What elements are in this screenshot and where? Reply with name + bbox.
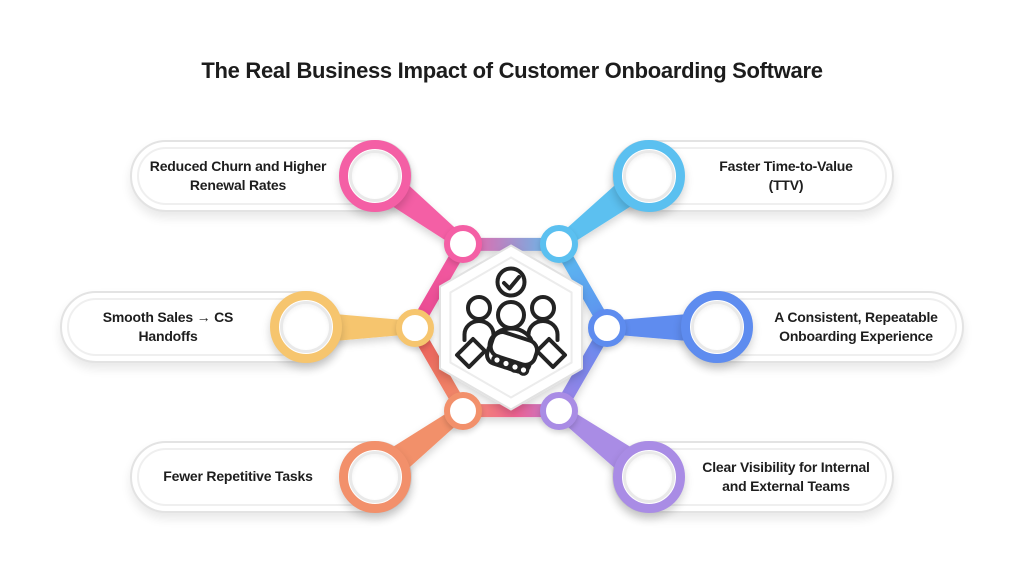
vertex-circle-top-right	[540, 225, 578, 263]
vertex-circle-left	[396, 309, 434, 347]
node-label-clear-visibility: Clear Visibility for Internal and Extern…	[694, 443, 878, 511]
node-label-fewer-repetitive-tasks: Fewer Repetitive Tasks	[146, 443, 330, 511]
node-circle-consistent-experience	[681, 291, 753, 363]
label-line-1: A Consistent, Repeatable	[774, 308, 938, 325]
label-line-2: and External Teams	[722, 478, 850, 494]
handshake-fingers	[491, 354, 530, 376]
node-circle-smooth-handoffs	[270, 291, 342, 363]
node-circle-reduced-churn	[339, 140, 411, 212]
label-line-1: Clear Visibility for Internal	[702, 458, 870, 475]
checkmark-icon	[502, 275, 521, 291]
finger-knuckle	[517, 364, 530, 376]
label-line-2: Onboarding Experience	[779, 328, 933, 344]
page-title: The Real Business Impact of Customer Onb…	[201, 58, 823, 83]
person-right-body	[526, 319, 560, 342]
finger-knuckle	[491, 354, 503, 366]
node-circle-fewer-repetitive-tasks	[339, 441, 411, 513]
vertex-circle-right	[588, 309, 626, 347]
person-left-body	[462, 319, 496, 342]
node-circle-faster-ttv	[613, 140, 685, 212]
vertex-circle-top-left	[444, 225, 482, 263]
checkmark-circle-icon	[495, 266, 527, 298]
node-label-consistent-experience: A Consistent, Repeatable Onboarding Expe…	[764, 293, 948, 361]
label-line-1: Smooth Sales → CS	[102, 308, 234, 325]
handshake-left-sleeve	[455, 337, 487, 369]
node-circle-clear-visibility	[613, 441, 685, 513]
label-line-2: Renewal Rates	[189, 177, 287, 193]
label-line-1: Fewer Repetitive Tasks	[163, 468, 313, 485]
person-left-head	[466, 295, 492, 321]
label-line-2: (TTV)	[768, 177, 804, 193]
vertex-circle-bottom-right	[540, 392, 578, 430]
person-right-head	[530, 295, 556, 321]
label-line-1: Faster Time-to-Value	[719, 157, 853, 174]
person-center-head	[496, 300, 526, 330]
node-label-smooth-handoffs: Smooth Sales → CS Handoffs	[76, 293, 260, 361]
node-label-reduced-churn: Reduced Churn and Higher Renewal Rates	[146, 142, 330, 210]
finger-knuckle	[500, 357, 512, 370]
node-label-faster-ttv: Faster Time-to-Value (TTV)	[694, 142, 878, 210]
vertex-circle-bottom-left	[444, 392, 482, 430]
team-handshake-check-icon	[455, 266, 567, 376]
label-line-2: Handoffs	[138, 328, 198, 344]
label-line-1: Reduced Churn and Higher	[149, 157, 327, 174]
